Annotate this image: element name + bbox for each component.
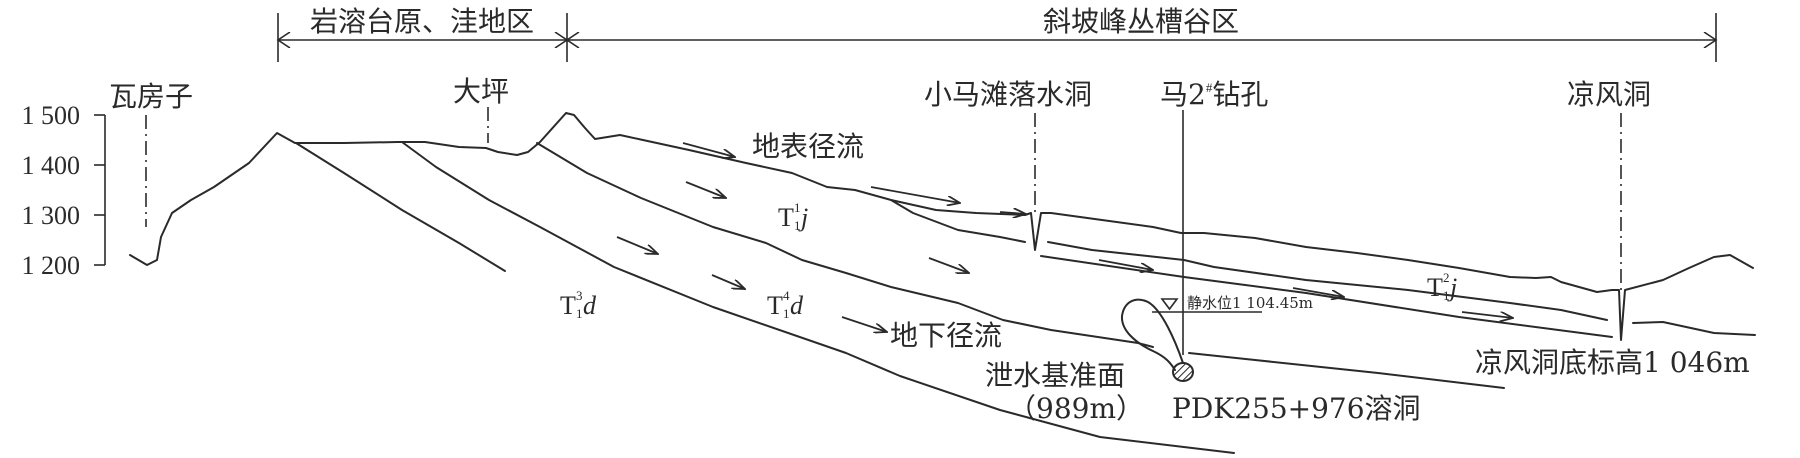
static-water-level-label: 静水位1 104.45m xyxy=(1187,294,1313,312)
surface-runoff-label: 地表径流 xyxy=(752,130,864,163)
stratum-boundary-5 xyxy=(1040,255,1613,338)
stratum-label-t1j1: T 1 1 j xyxy=(778,200,808,233)
stratum-boundary-4-east xyxy=(1047,241,1608,321)
elevation-axis: 1 500 1 400 1 300 1 200 xyxy=(22,101,106,280)
groundwater-flow-arrow xyxy=(1461,311,1513,318)
base-level-elevation: （989m） xyxy=(1008,392,1144,425)
svg-text:d: d xyxy=(790,291,804,320)
groundwater-flow-arrow xyxy=(841,316,887,332)
svg-text:1: 1 xyxy=(1443,288,1450,303)
axis-tick-label: 1 200 xyxy=(22,251,81,280)
axis-tick-label: 1 300 xyxy=(22,201,81,230)
groundwater-flow-arrow xyxy=(928,257,969,273)
svg-text:d: d xyxy=(583,291,597,320)
surface-flow-arrow xyxy=(682,142,735,157)
stratum-boundary-4 xyxy=(890,199,1026,243)
groundwater-flow-arrow xyxy=(1292,287,1344,297)
underground-runoff-label: 地下径流 xyxy=(890,319,1002,352)
svg-text:T: T xyxy=(778,203,794,232)
stratum-boundary-5-beyond-cave xyxy=(1632,321,1756,336)
base-level-label: 泄水基准面 xyxy=(985,359,1125,392)
ground-surface-line xyxy=(129,112,1754,341)
karst-conduit xyxy=(1120,298,1184,371)
svg-text:T: T xyxy=(767,291,783,320)
svg-text:1: 1 xyxy=(576,306,583,321)
stratum-boundary-3-east xyxy=(1188,352,1505,389)
stratum-label-t1d3: T 3 1 d xyxy=(560,288,597,321)
groundwater-flow-arrow xyxy=(685,181,726,198)
svg-text:4: 4 xyxy=(783,288,790,303)
svg-text:2: 2 xyxy=(1443,270,1450,285)
place-label-wafangzi: 瓦房子 xyxy=(109,80,193,113)
svg-text:j: j xyxy=(798,203,808,232)
svg-text:1: 1 xyxy=(794,200,801,215)
place-label-liangfengdong: 凉风洞 xyxy=(1567,78,1651,111)
stratum-boundary-2 xyxy=(401,141,1235,454)
zone-label-plateau: 岩溶台原、洼地区 xyxy=(310,5,534,38)
place-label-daping: 大坪 xyxy=(453,75,509,108)
groundwater-flow-arrow xyxy=(616,236,658,254)
place-label-xiaomatan: 小马滩落水洞 xyxy=(924,78,1092,111)
svg-text:3: 3 xyxy=(576,288,583,303)
stratum-boundary-3 xyxy=(536,142,1154,348)
stratum-label-t1j2: T 2 1 j xyxy=(1427,270,1457,303)
karst-cave-icon xyxy=(1172,362,1194,382)
flow-arrows xyxy=(616,142,1513,332)
water-level-triangle-icon xyxy=(1160,298,1179,311)
zone-bracket: 岩溶台原、洼地区 斜坡峰丛槽谷区 xyxy=(278,5,1716,62)
place-label-borehole: 马2#钻孔 xyxy=(1160,78,1268,111)
cave-bottom-elevation-label: 凉风洞底标高1 046m xyxy=(1475,346,1750,379)
groundwater-flow-arrow xyxy=(711,274,745,289)
svg-text:j: j xyxy=(1447,273,1457,302)
surface-flow-arrow xyxy=(870,186,960,203)
sinkhole-inflow-arrow xyxy=(999,212,1026,214)
karst-cave-label: PDK255+976溶洞 xyxy=(1172,392,1421,425)
svg-text:1: 1 xyxy=(794,218,801,233)
stratum-boundary-1 xyxy=(295,142,506,272)
axis-tick-label: 1 400 xyxy=(22,151,81,180)
svg-text:1: 1 xyxy=(783,306,790,321)
groundwater-flow-arrow xyxy=(1098,259,1153,270)
zone-label-slope: 斜坡峰丛槽谷区 xyxy=(1043,5,1239,38)
svg-text:T: T xyxy=(560,291,576,320)
stratum-label-t1d4: T 4 1 d xyxy=(767,288,804,321)
axis-tick-label: 1 500 xyxy=(22,101,81,130)
svg-text:T: T xyxy=(1427,273,1443,302)
